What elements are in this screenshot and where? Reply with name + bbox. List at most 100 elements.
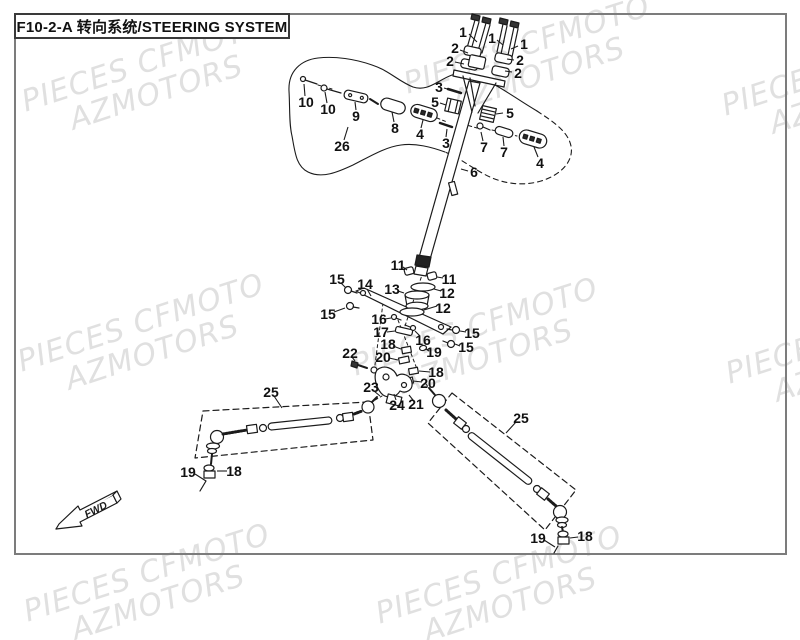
clamp-hardware-parts [299,75,548,149]
label-leader-line [303,83,306,97]
part-label-4: 4 [536,155,544,171]
label-leader-line [386,330,396,333]
label-leader-line [502,136,505,147]
label-leader-line [351,356,356,362]
label-leader-line [459,49,469,54]
label-leader-line [425,348,430,352]
part-label-19: 19 [180,464,196,480]
label-leader-line [194,473,207,482]
label-leader-line [324,91,328,104]
label-leader-line [392,345,402,350]
label-leader-line [343,126,349,141]
label-leader-line [402,266,408,271]
label-leader-line [495,112,504,115]
part-label-26: 26 [334,138,350,154]
label-leader-line [569,536,579,539]
label-leader-line [436,276,444,279]
label-leader-line [391,111,395,123]
part-label-19: 19 [426,344,442,360]
label-leader-line [439,102,447,106]
part-label-20: 20 [375,349,391,365]
label-leader-line [506,58,515,61]
part-label-2: 2 [514,65,522,81]
part-label-18: 18 [428,364,444,380]
part-label-6: 6 [470,164,478,180]
part-label-10: 10 [298,94,314,110]
bearing-mount-assembly [343,266,461,407]
label-leader-line [504,70,513,73]
part-label-9: 9 [352,108,360,124]
part-label-8: 8 [391,120,399,136]
part-label-20: 20 [420,375,436,391]
label-leader-line [420,119,424,129]
part-label-15: 15 [464,325,480,341]
label-leader-line [388,357,399,361]
steering-column-shaft [413,80,481,277]
label-leader-line [468,33,478,43]
part-label-5: 5 [506,105,514,121]
label-leader-line [496,39,504,46]
part-label-15: 15 [320,306,336,322]
label-leader-line [459,330,467,333]
part-label-25: 25 [513,410,529,426]
part-label-1: 1 [520,36,528,52]
label-leader-line [384,317,392,320]
label-leader-line [366,288,372,297]
part-label-7: 7 [500,144,508,160]
label-leader-line [505,421,517,434]
label-leader-line [423,305,438,311]
part-label-17: 17 [373,324,389,340]
label-leader-line [443,87,455,92]
part-label-5: 5 [431,94,439,110]
part-label-1: 1 [459,24,467,40]
label-leader-line [373,390,381,397]
left-tie-rod [194,396,378,492]
page-border [14,13,787,555]
label-leader-line [510,45,519,50]
part-label-3: 3 [435,79,443,95]
page-title-text: F10-2-A 转向系统/STEERING SYSTEM [16,18,288,36]
label-leader-line [454,61,465,65]
part-label-19: 19 [530,530,546,546]
part-label-12: 12 [435,300,451,316]
label-leader-line [445,128,448,138]
part-label-22: 22 [342,345,358,361]
part-label-25: 25 [263,384,279,400]
part-label-13: 13 [384,281,400,297]
part-label-2: 2 [451,40,459,56]
part-label-12: 12 [439,285,455,301]
part-label-7: 7 [480,139,488,155]
part-label-16: 16 [415,332,431,348]
label-leader-line [333,307,346,313]
part-label-2: 2 [516,52,524,68]
page-title: F10-2-A 转向系统/STEERING SYSTEM [14,13,290,39]
label-leader-line [412,380,423,383]
fwd-arrow: FWD [55,490,122,530]
part-label-3: 3 [442,135,450,151]
label-leader-line [408,394,414,401]
part-label-18: 18 [380,336,396,352]
label-leader-line [460,168,469,172]
label-leader-line [273,395,283,409]
part-label-15: 15 [458,339,474,355]
part-label-24: 24 [389,397,405,413]
part-label-1: 1 [488,30,496,46]
label-leader-line [418,370,431,373]
part-label-16: 16 [371,311,387,327]
label-leader-line [340,282,347,289]
right-tie-rod [427,387,577,554]
label-leader-line [480,131,484,142]
steering-top-clamp [452,13,520,114]
part-label-18: 18 [226,463,242,479]
part-label-4: 4 [416,126,424,142]
label-leader-line [543,539,556,548]
part-label-11: 11 [391,257,406,273]
part-label-14: 14 [357,276,373,292]
label-leader-line [454,343,461,347]
part-label-21: 21 [408,396,424,412]
label-leader-line [393,393,397,401]
label-leader-line [414,330,421,337]
